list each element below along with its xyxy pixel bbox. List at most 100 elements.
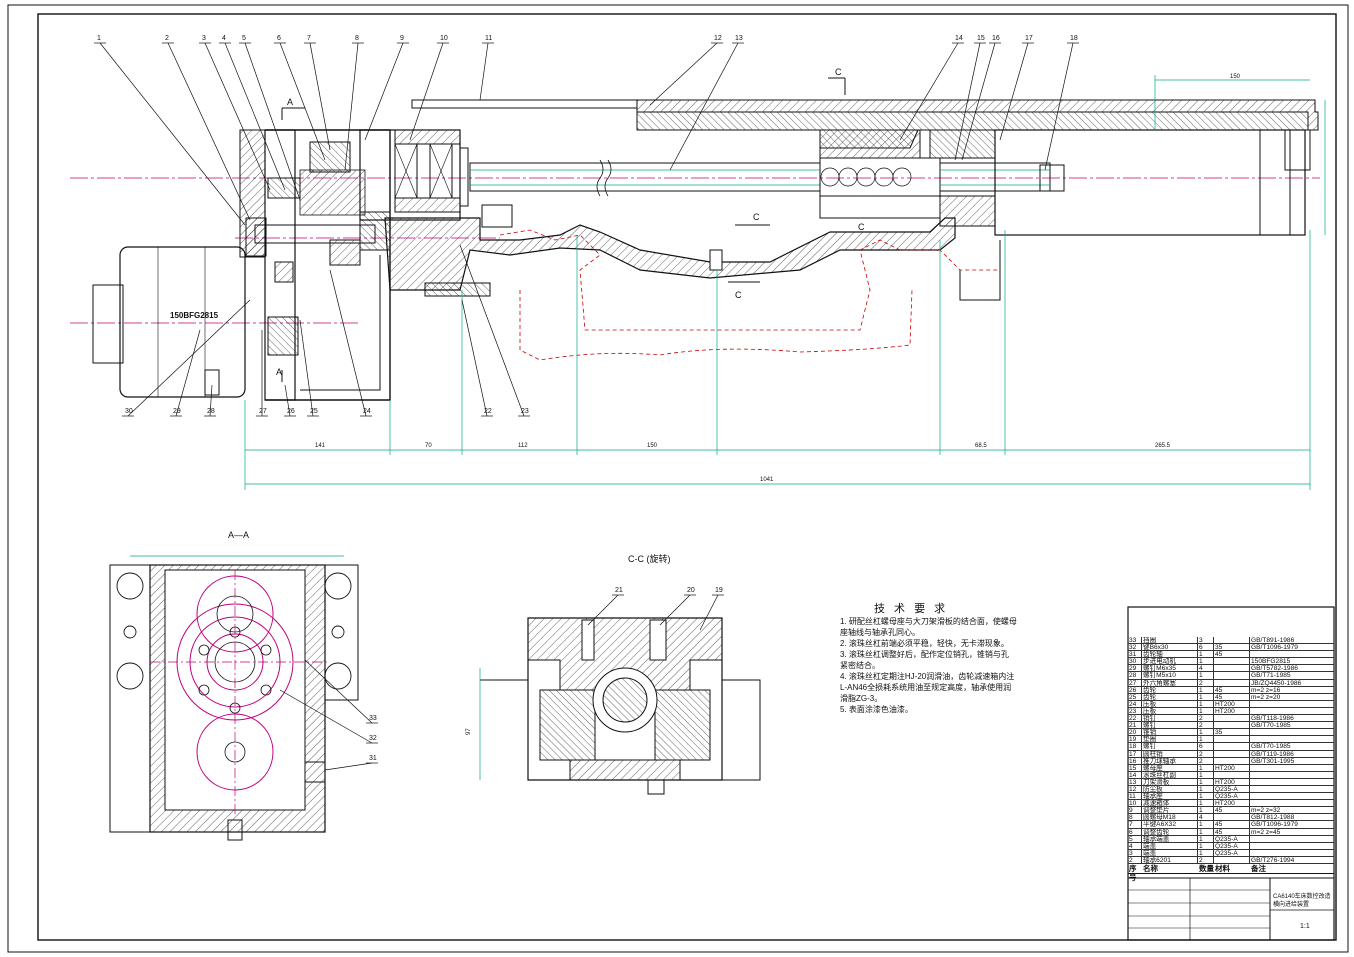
bom-cell: 1 (1198, 672, 1214, 679)
bom-cell: 30 (1128, 658, 1142, 665)
balloon-top-14: 14 (899, 35, 964, 141)
bom-cell: 刀架滑板 (1142, 778, 1198, 785)
balloon-top-6: 6 (274, 35, 326, 161)
bom-cell: 压板 (1142, 707, 1198, 715)
bom-cell: 1 (1198, 693, 1214, 700)
bom-cell (1214, 665, 1250, 672)
bom-cell: 调整齿轮 (1142, 828, 1198, 835)
balloon-aa-33-label: 33 (369, 715, 377, 722)
bom-cell: GB/T71-1985 (1251, 672, 1291, 679)
bom-cell: 18 (1128, 743, 1142, 750)
bearing-housing (359, 129, 469, 221)
bom-cell: 13 (1128, 778, 1142, 785)
bom-cell: 销钉 (1142, 715, 1198, 722)
balloon-top-11: 11 (479, 35, 494, 101)
balloon-bottom-29: 29 (170, 329, 201, 417)
bom-cell (1214, 672, 1250, 679)
tech-note-line: L-AN46全损耗系统用油至规定高度，轴承使用润 (840, 683, 1012, 692)
bom-cell: 2 (1198, 679, 1214, 686)
bom-cell: 45 (1214, 821, 1250, 828)
bom-cell: 滚珠丝杠副 (1142, 771, 1198, 778)
balloon-top-3: 3 (199, 35, 271, 191)
bom-cell: 1 (1198, 700, 1214, 707)
bom-cell: 2 (1128, 856, 1142, 863)
bom-cell (1250, 729, 1334, 735)
bom-cell: 35 (1214, 644, 1250, 651)
balloon-top-7-label: 7 (307, 35, 311, 42)
bom-cell: GB/T301-1995 (1251, 757, 1295, 764)
bom-cell: 1 (1198, 729, 1214, 736)
balloon-bottom-28: 28 (204, 384, 216, 417)
bom-cell: 圆柱销 (1142, 750, 1198, 757)
balloon-top-9: 9 (364, 35, 409, 141)
tech-note-line: 滑脂ZG-3。 (840, 694, 883, 703)
gearbox-housing (239, 129, 391, 401)
bom-cell: 150BFG2815 (1251, 658, 1291, 665)
balloon-bottom-30-label: 30 (125, 408, 133, 415)
bom-cell: 15 (1128, 764, 1142, 771)
section-label-c-cut: C (753, 212, 760, 222)
balloon-bottom-29-label: 29 (173, 408, 181, 415)
balloon-top-4: 4 (219, 35, 286, 191)
balloon-cc-19-label: 19 (715, 587, 723, 594)
bom-cell: 5 (1128, 835, 1142, 842)
bom-frame (1127, 606, 1335, 941)
section-label-a-lower: A (276, 367, 282, 377)
bom-cell (1214, 736, 1250, 743)
bom-cell: 35 (1214, 729, 1250, 736)
bom-header-std: 备注 (1251, 864, 1266, 873)
bom-cell (1250, 779, 1334, 785)
bom-cell: 1 (1198, 800, 1214, 807)
bom-cell: 29 (1128, 665, 1142, 672)
balloon-top-1-label: 1 (97, 35, 101, 42)
section-label-c-cut2: C (735, 290, 742, 300)
bom-cell: 2 (1198, 757, 1214, 764)
bom-cell (1214, 771, 1250, 778)
bom-cell (1214, 856, 1250, 863)
bom-cell: Q235-A (1214, 785, 1250, 793)
bom-cell: Q235-A (1214, 835, 1250, 842)
tech-note-line: 4. 滚珠丝杠定期注HJ-20润滑油，齿轮减速箱内注 (840, 672, 1015, 681)
bom-cell (1214, 757, 1250, 764)
dim-bottom-2: 112 (518, 443, 528, 449)
balloon-top-5-label: 5 (242, 35, 246, 42)
tech-title: 技 术 要 求 (874, 603, 949, 615)
bom-cell (1250, 843, 1334, 849)
bom-cell (1250, 800, 1334, 806)
bom-cell: 螺钉M6x35 (1142, 665, 1198, 672)
bom-cell: GB/T118-1986 (1251, 715, 1294, 722)
bom-cell: 16 (1128, 757, 1142, 764)
bom-header: 序号 名称 数量 材料 备注 (1128, 864, 1334, 882)
bom-cell: 27 (1128, 679, 1142, 686)
bom-cell (1214, 814, 1250, 821)
dim-bottom-4: 68.5 (975, 443, 987, 449)
balloon-bottom-28-label: 28 (207, 408, 215, 415)
bom-cell: 9 (1128, 807, 1142, 814)
balloon-top-9-label: 9 (400, 35, 404, 42)
dim-top-right: 150 (1230, 74, 1241, 80)
bom-cell: HT200 (1214, 800, 1250, 807)
hidden-outline (499, 229, 1001, 361)
bom-cell: m=2 z=32 (1251, 807, 1281, 814)
bom-cell: 26 (1128, 686, 1142, 693)
bom-cell: 25 (1128, 693, 1142, 700)
bom-cell: 19 (1128, 736, 1142, 743)
carriage-body (411, 99, 1319, 236)
bom-cell: 4 (1198, 814, 1214, 821)
bom-cell: 轴承端盖 (1142, 835, 1198, 842)
bom-cell: 端盖 (1142, 849, 1198, 856)
bom-cell (1214, 750, 1250, 757)
balloon-top-17-label: 17 (1025, 35, 1033, 42)
